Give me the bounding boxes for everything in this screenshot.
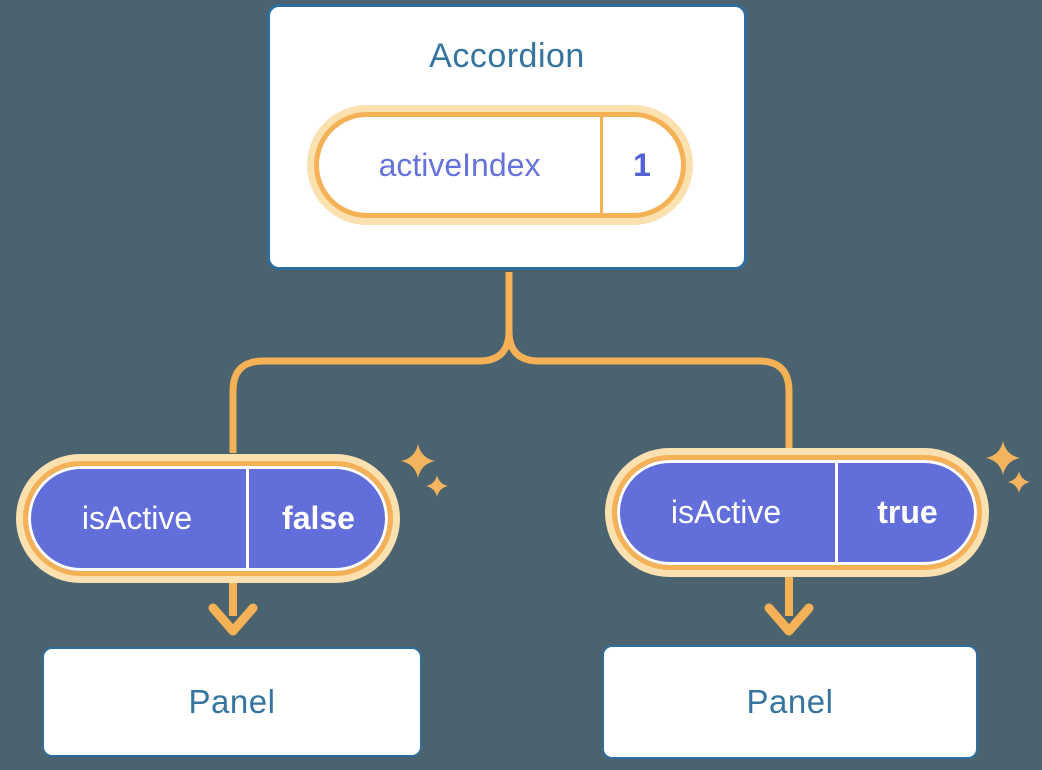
pill-divider <box>246 466 249 571</box>
branch-line-left <box>229 272 513 453</box>
prop-pill-label: isActive <box>670 494 782 530</box>
prop-pill-value: true <box>877 494 938 530</box>
sparkle-icon <box>986 441 1030 493</box>
state-pill-activeindex: activeIndex 1 <box>314 112 686 218</box>
state-pill-label: activeIndex <box>378 146 541 183</box>
branch-line-right <box>505 272 793 450</box>
component-title: Panel <box>746 683 834 720</box>
arrow-down-icon <box>764 603 814 636</box>
panel-component-node-left: Panel <box>42 647 422 757</box>
prop-pill-value: false <box>282 500 355 536</box>
prop-pill-label: isActive <box>81 500 193 536</box>
component-title: Panel <box>188 683 276 720</box>
arrow-down-icon <box>208 603 258 636</box>
pill-divider <box>835 460 838 565</box>
state-pill-value: 1 <box>633 146 651 183</box>
panel-component-node-right: Panel <box>602 645 978 759</box>
component-title: Accordion <box>429 37 585 75</box>
pill-divider <box>600 117 603 213</box>
prop-pill-isactive-left: isActive false <box>23 461 393 576</box>
sparkle-icon <box>401 444 448 497</box>
prop-pill-isactive-right: isActive true <box>612 455 982 570</box>
